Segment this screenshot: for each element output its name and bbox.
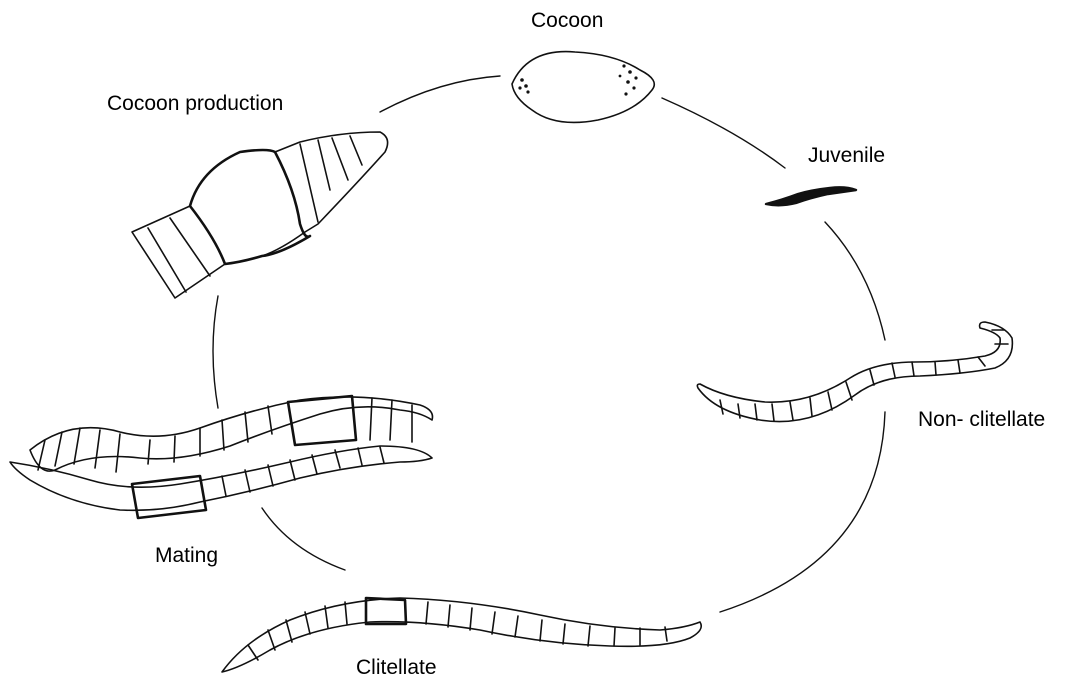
clitellate-illustration bbox=[222, 598, 701, 672]
label-non-clitellate: Non- clitellate bbox=[918, 408, 1045, 431]
label-juvenile: Juvenile bbox=[808, 144, 885, 167]
arc-production-to-cocoon bbox=[380, 76, 500, 112]
stage-labels: Cocoon Juvenile Non- clitellate Clitella… bbox=[107, 9, 1045, 679]
arc-nonclitellate-to-clitellate bbox=[720, 412, 885, 612]
cycle-arcs bbox=[213, 76, 885, 612]
non-clitellate-illustration bbox=[697, 322, 1012, 422]
juvenile-illustration bbox=[766, 187, 856, 205]
arc-juvenile-to-nonclitellate bbox=[825, 222, 885, 340]
cocoon-production-illustration bbox=[132, 132, 388, 298]
label-cocoon-production: Cocoon production bbox=[107, 92, 283, 115]
label-mating: Mating bbox=[155, 544, 218, 567]
cocoon-illustration bbox=[512, 52, 654, 123]
mating-illustration bbox=[10, 396, 433, 518]
arc-cocoon-to-juvenile bbox=[662, 98, 785, 168]
label-cocoon: Cocoon bbox=[531, 9, 603, 32]
label-clitellate: Clitellate bbox=[356, 656, 437, 679]
arc-mating-to-production bbox=[213, 296, 218, 408]
arc-clitellate-to-mating bbox=[262, 508, 345, 570]
